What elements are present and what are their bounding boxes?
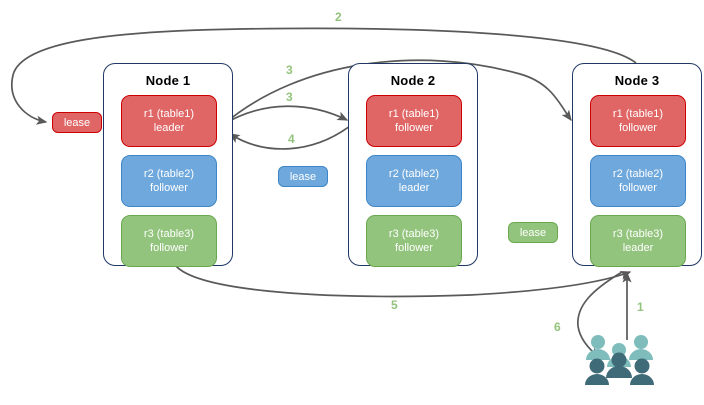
replica-role: follower <box>619 182 657 194</box>
node-1-replica-r3[interactable]: r3 (table3) follower <box>121 215 217 267</box>
replica-role: follower <box>395 122 433 134</box>
edge-6-node3-to-client <box>577 271 623 358</box>
node-3-replica-r3[interactable]: r3 (table3) leader <box>590 215 686 267</box>
replica-role: leader <box>398 182 430 194</box>
people-group-icon <box>585 335 654 385</box>
replica-name: r1 (table1) <box>143 108 195 120</box>
step-label-3a: 3 <box>286 63 293 77</box>
replica-name: r2 (table2) <box>388 168 440 180</box>
replica-role: follower <box>619 122 657 134</box>
node-1-replica-r1[interactable]: r1 (table1) leader <box>121 95 217 147</box>
node-2-replica-r1[interactable]: r1 (table1) follower <box>366 95 462 147</box>
step-label-3b: 3 <box>286 90 293 104</box>
step-label-4: 4 <box>288 132 295 146</box>
edge-5-node1-to-client <box>175 265 632 298</box>
lease-badge-table3[interactable]: lease <box>508 222 558 243</box>
node-1[interactable]: Node 1 r1 (table1) leader r2 (table2) fo… <box>103 63 233 267</box>
replica-name: r3 (table3) <box>143 228 195 240</box>
step-label-6: 6 <box>554 320 561 334</box>
lease-badge-table2[interactable]: lease <box>278 166 328 187</box>
node-3-replica-r1[interactable]: r1 (table1) follower <box>590 95 686 147</box>
node-2-replica-r2[interactable]: r2 (table2) leader <box>366 155 462 207</box>
node-1-title: Node 1 <box>145 73 191 88</box>
replica-name: r2 (table2) <box>143 168 195 180</box>
replica-name: r3 (table3) <box>388 228 440 240</box>
step-label-2: 2 <box>335 10 342 24</box>
node-1-replica-r2[interactable]: r2 (table2) follower <box>121 155 217 207</box>
step-label-1: 1 <box>637 300 644 314</box>
step-label-5: 5 <box>391 298 398 312</box>
replica-name: r1 (table1) <box>388 108 440 120</box>
lease-badge-table1[interactable]: lease <box>52 112 102 133</box>
edge-2-lease-transfer <box>11 27 637 125</box>
node-2[interactable]: Node 2 r1 (table1) follower r2 (table2) … <box>348 63 478 267</box>
edge-3-node1-to-node2 <box>223 105 349 125</box>
edge-3-node1-to-node3 <box>223 59 572 125</box>
replica-name: r3 (table3) <box>612 228 664 240</box>
replica-role: follower <box>150 242 188 254</box>
replica-role: follower <box>395 242 433 254</box>
replica-name: r2 (table2) <box>612 168 664 180</box>
node-2-replica-r3[interactable]: r3 (table3) follower <box>366 215 462 267</box>
node-3-replica-r2[interactable]: r2 (table2) follower <box>590 155 686 207</box>
replica-role: follower <box>150 182 188 194</box>
replica-role: leader <box>153 122 185 134</box>
edge-4-node2-to-node1 <box>228 125 351 150</box>
node-3[interactable]: Node 3 r1 (table1) follower r2 (table2) … <box>572 63 702 267</box>
node-3-title: Node 3 <box>614 73 660 88</box>
replica-name: r1 (table1) <box>612 108 664 120</box>
node-2-title: Node 2 <box>390 73 436 88</box>
replica-role: leader <box>622 242 654 254</box>
